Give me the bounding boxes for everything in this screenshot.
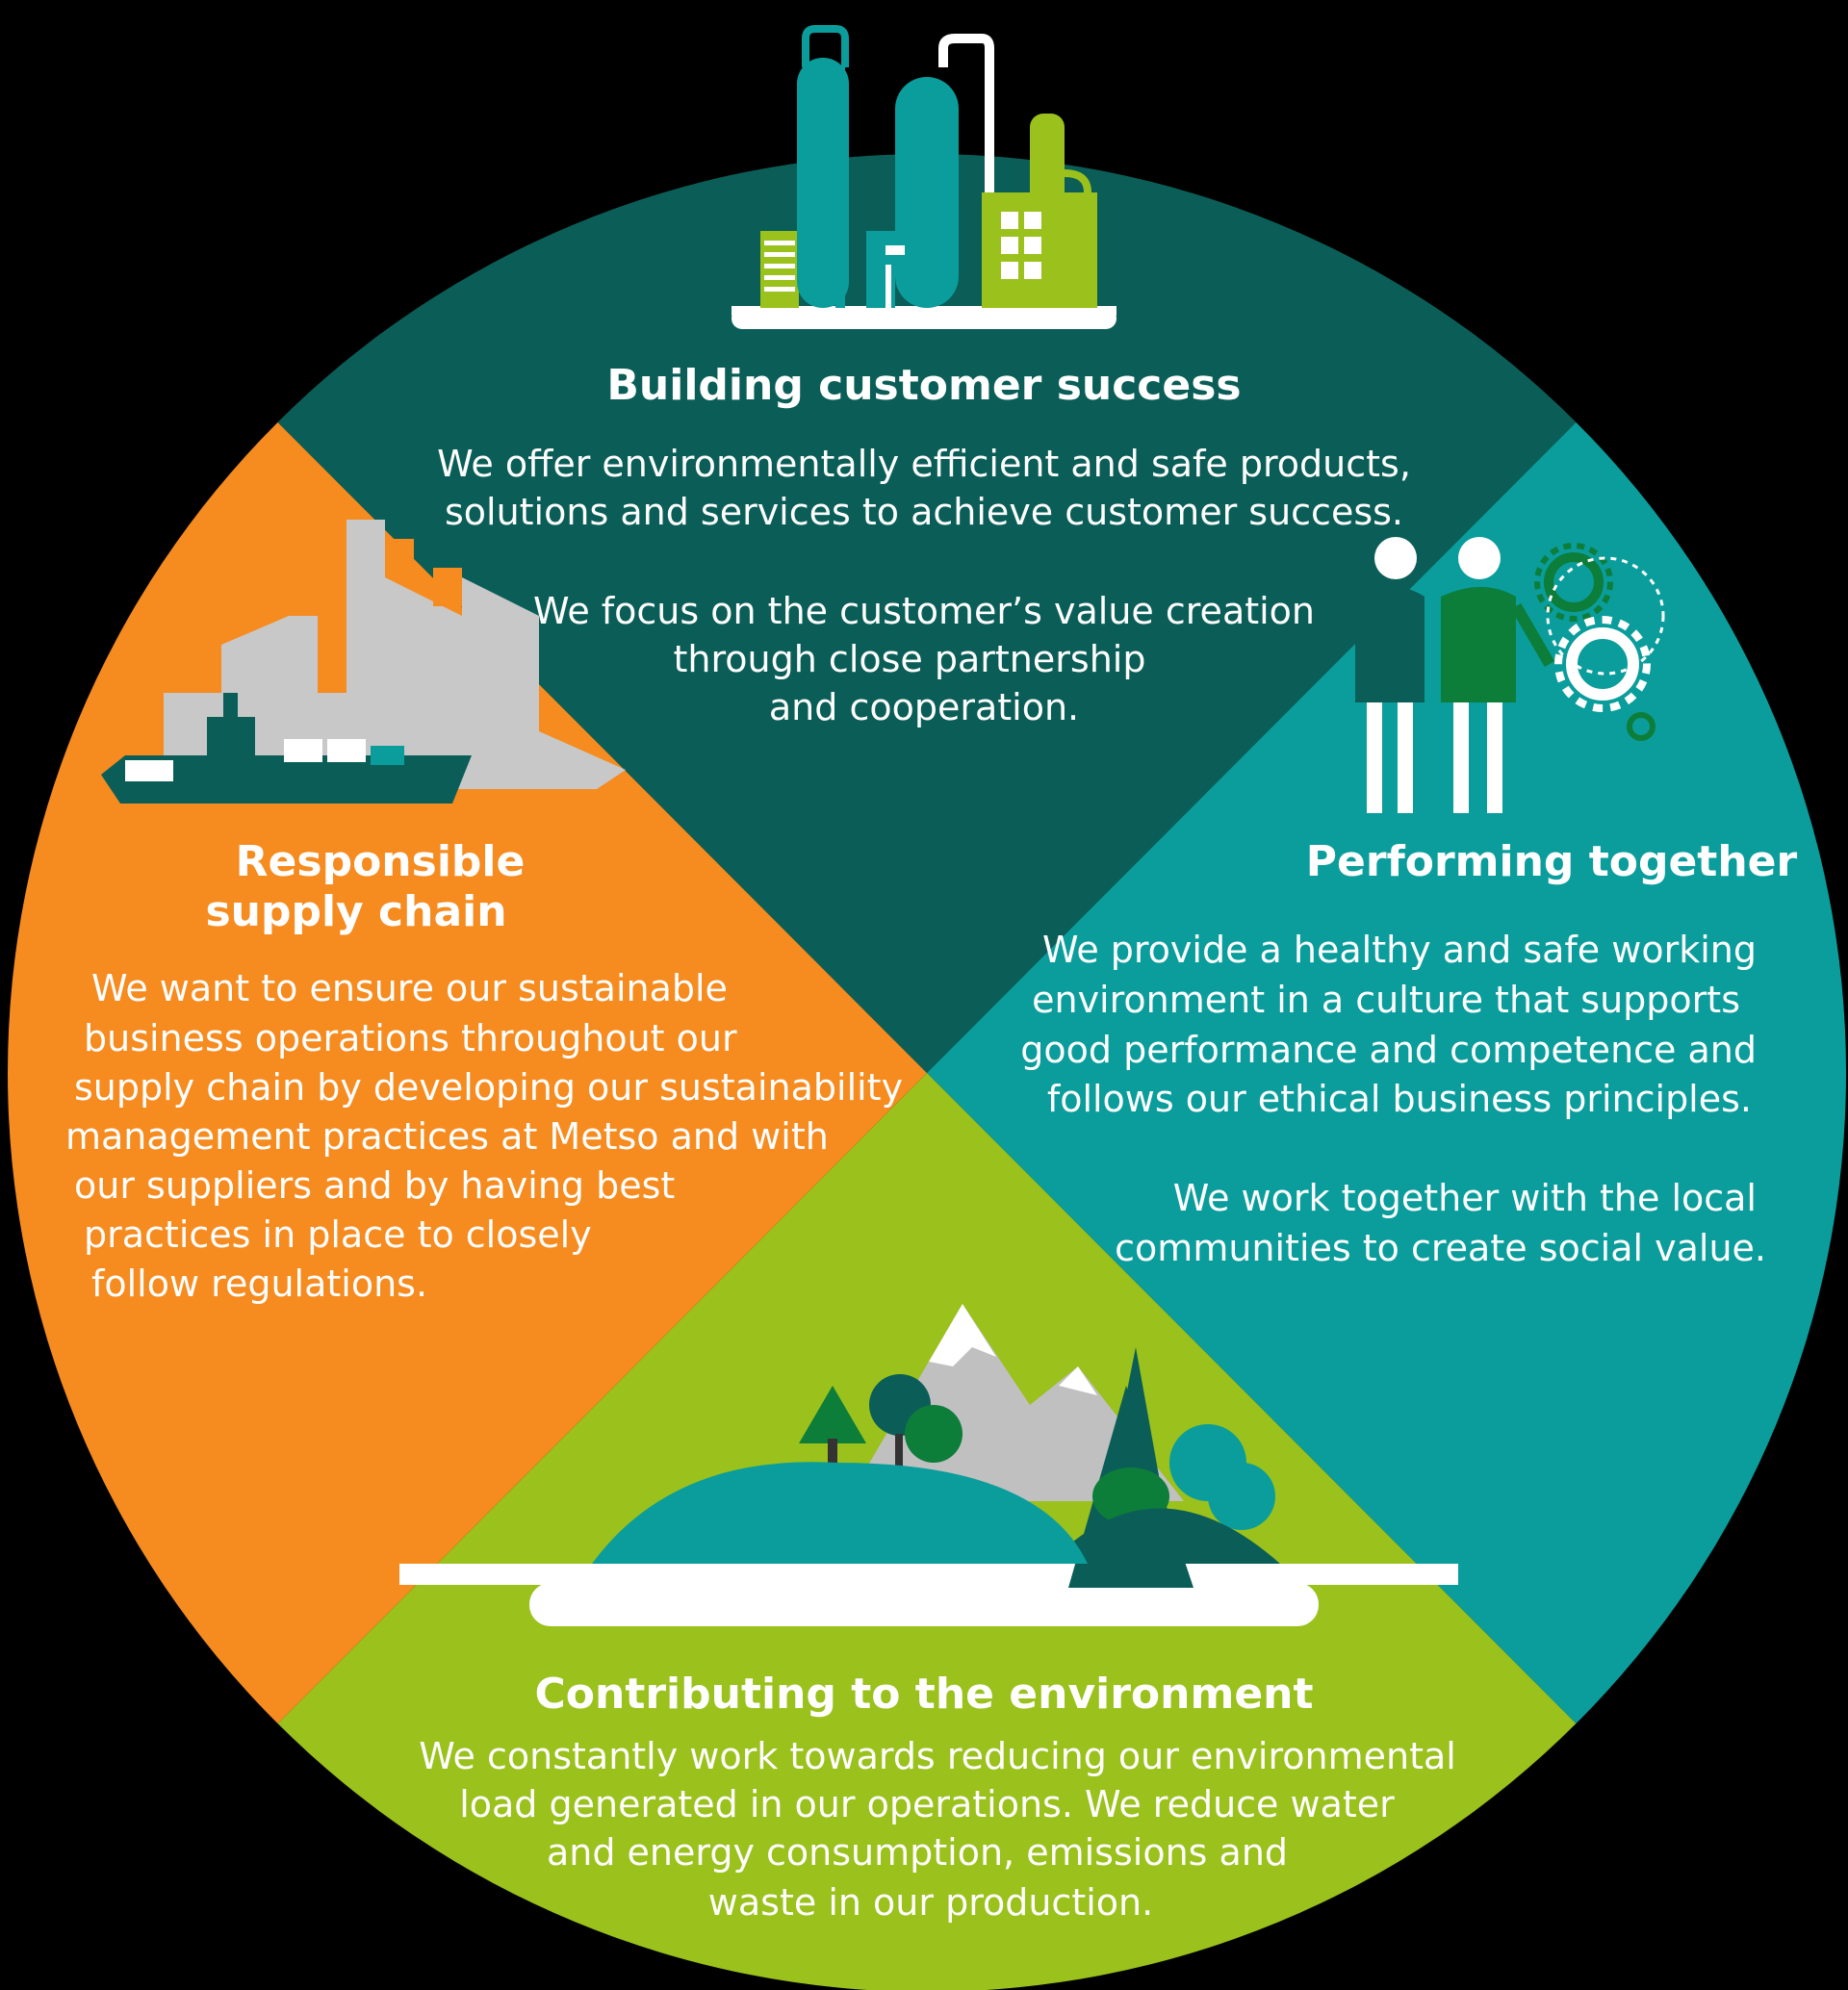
left-line-4: our suppliers and by having best: [74, 1164, 675, 1207]
left-line-5: practices in place to closely: [84, 1213, 592, 1256]
top-line-1: solutions and services to achieve custom…: [445, 491, 1403, 533]
bottom-line-0: We constantly work towards reducing our …: [419, 1735, 1456, 1777]
segment-left-text: Responsible supply chain We want to ensu…: [65, 837, 903, 1305]
right-line-6: communities to create social value.: [1115, 1227, 1766, 1269]
top-line-0: We offer environmentally efficient and s…: [437, 443, 1411, 485]
right-line-0: We provide a healthy and safe working: [1042, 929, 1757, 971]
bottom-line-2: and energy consumption, emissions and: [547, 1831, 1288, 1874]
left-line-6: follow regulations.: [91, 1263, 427, 1305]
right-line-1: environment in a culture that supports: [1032, 979, 1740, 1021]
left-line-1: business operations throughout our: [84, 1017, 737, 1059]
segment-top-text: Building customer success We offer envir…: [437, 361, 1411, 728]
title-building-customer-success: Building customer success: [606, 361, 1241, 410]
segment-bottom-text: Contributing to the environment We const…: [419, 1670, 1456, 1924]
right-line-2: good performance and competence and: [1020, 1029, 1757, 1071]
title-responsible-line-0: Responsible: [236, 837, 526, 886]
right-line-3: follows our ethical business principles.: [1047, 1078, 1752, 1120]
left-line-0: We want to ensure our sustainable: [91, 967, 728, 1009]
title-contributing-to-the-environment: Contributing to the environment: [534, 1670, 1313, 1719]
ship-factory-icon: [101, 520, 626, 804]
top-line-3: We focus on the customer’s value creatio…: [533, 590, 1315, 632]
top-line-5: and cooperation.: [769, 686, 1079, 728]
bottom-line-3: waste in our production.: [708, 1881, 1153, 1924]
segment-right-text: Performing together We provide a healthy…: [1020, 837, 1797, 1269]
left-line-2: supply chain by developing our sustainab…: [74, 1066, 903, 1109]
right-line-5: We work together with the local: [1173, 1177, 1757, 1219]
left-line-3: management practices at Metso and with: [65, 1115, 829, 1158]
people-gears-icon: [1355, 537, 1665, 813]
landscape-icon: [399, 1304, 1458, 1626]
bottom-line-1: load generated in our operations. We red…: [459, 1783, 1395, 1825]
title-responsible-line-1: supply chain: [205, 887, 506, 936]
top-line-4: through close partnership: [674, 638, 1146, 680]
title-performing-together: Performing together: [1306, 837, 1798, 886]
refinery-icon: [732, 25, 1116, 329]
